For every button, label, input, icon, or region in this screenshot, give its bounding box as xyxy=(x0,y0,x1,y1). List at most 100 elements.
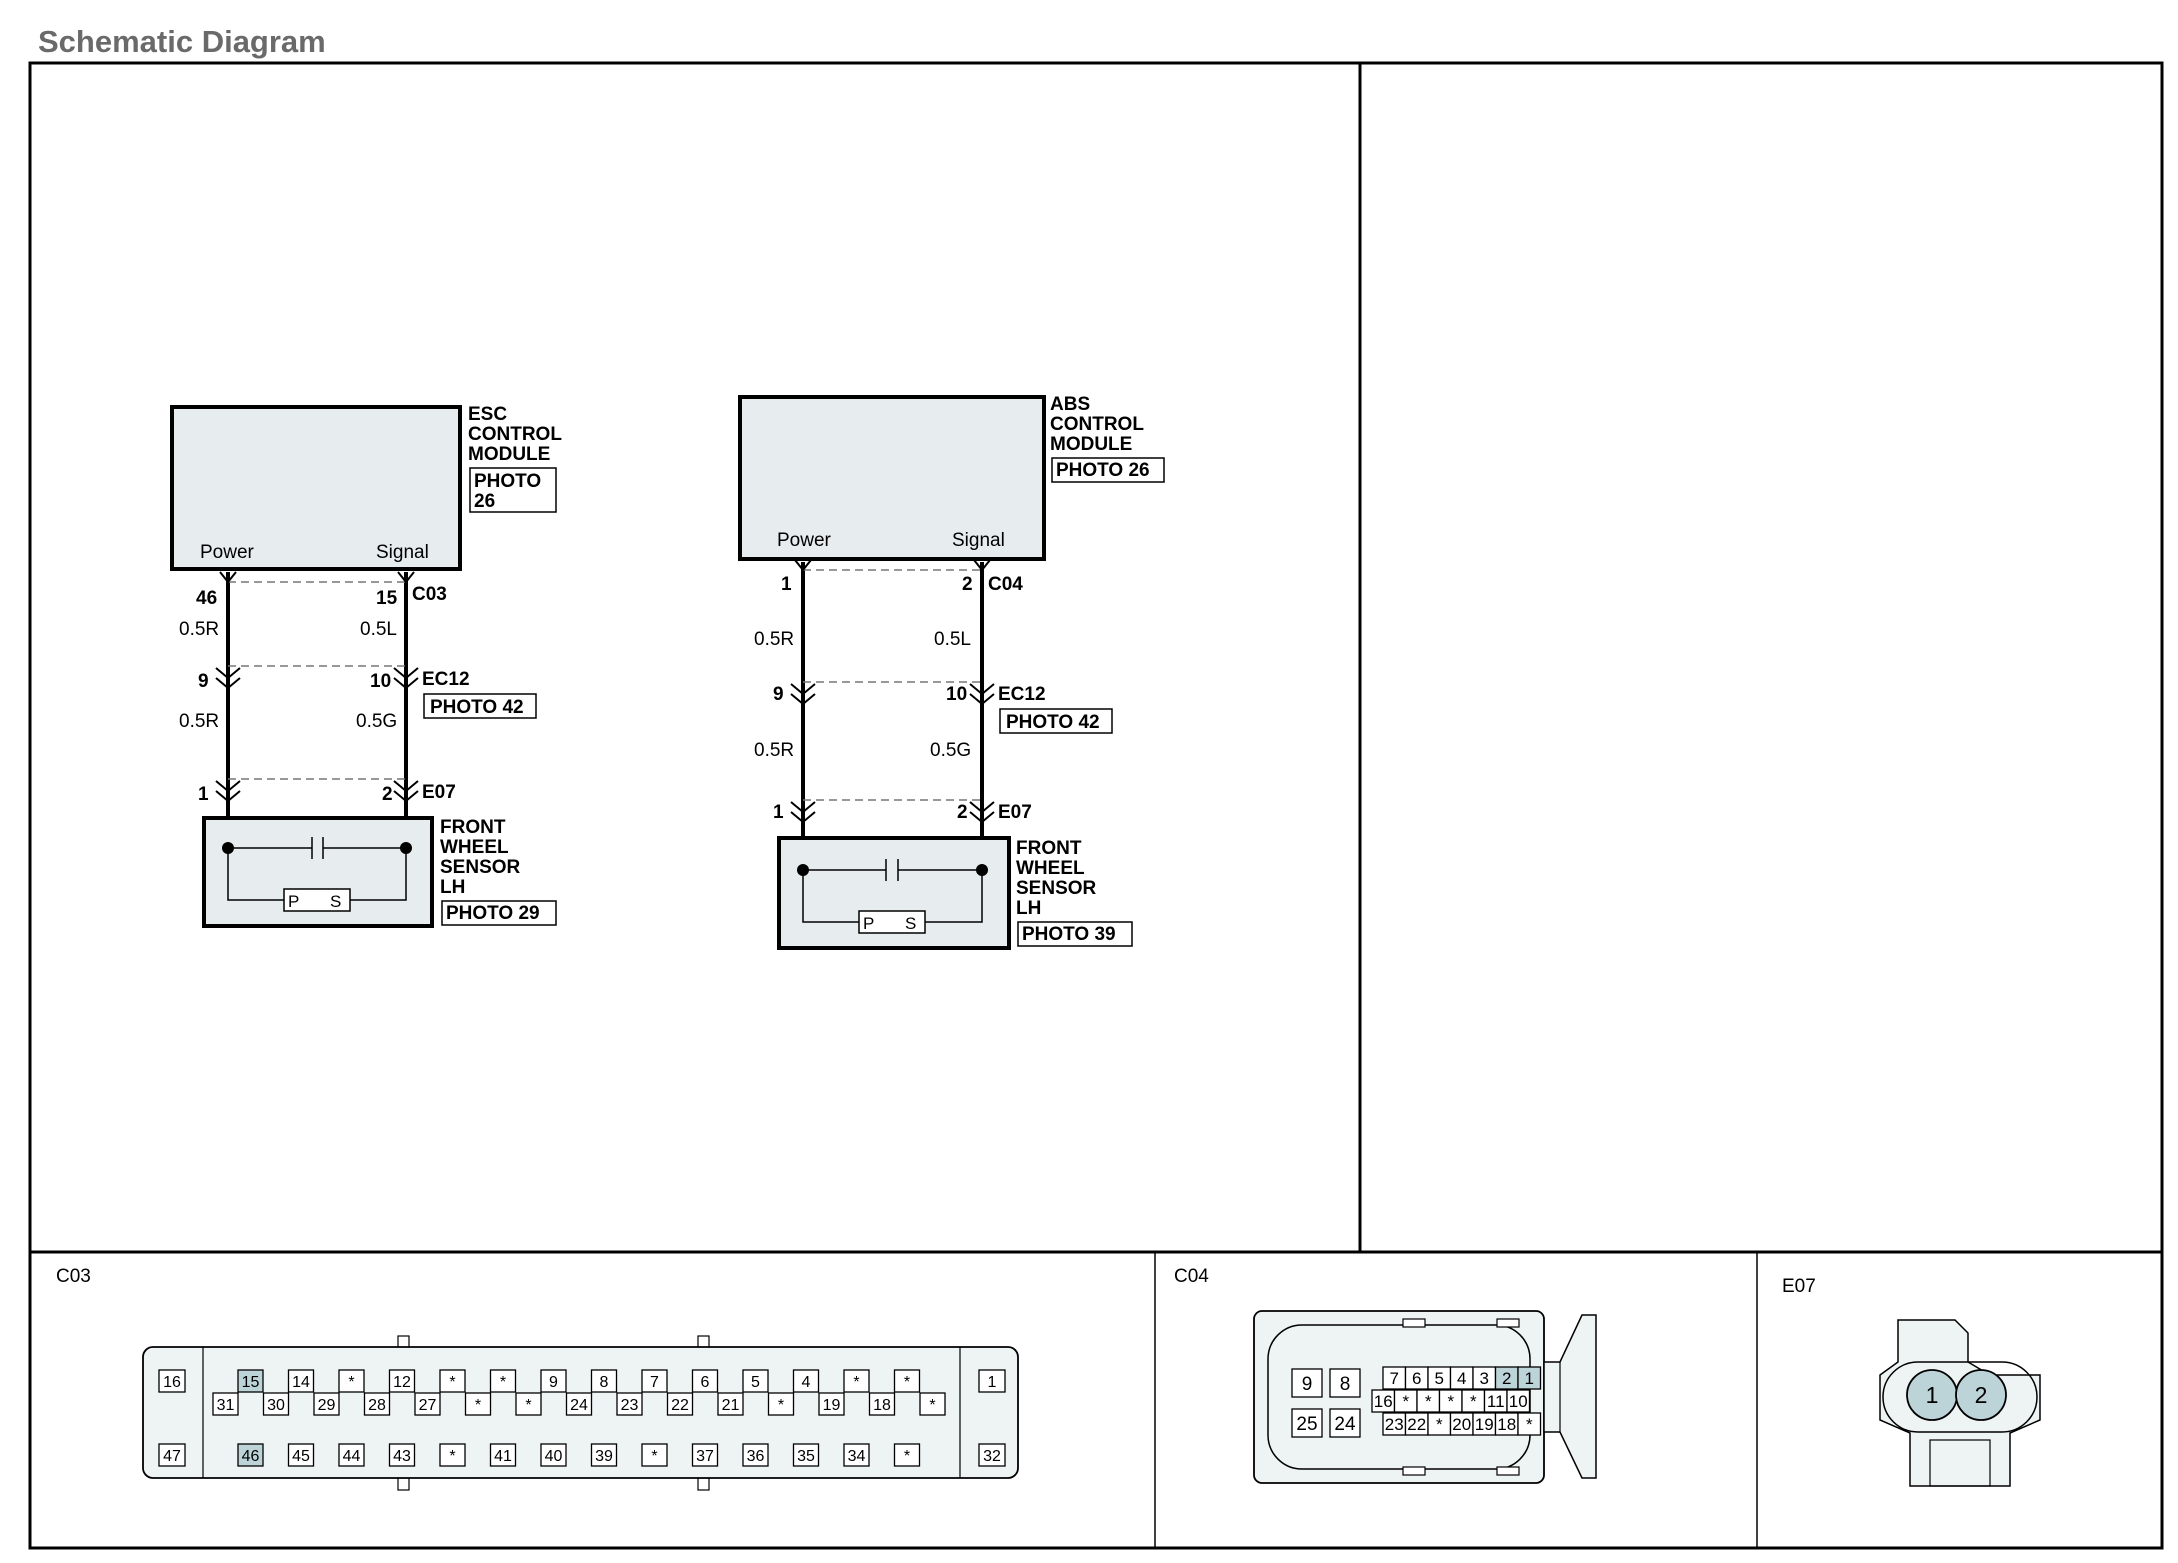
c03-pin-43-label: 43 xyxy=(393,1448,411,1465)
c03-pin-24-label: 24 xyxy=(570,1397,588,1414)
c03-pin-45 xyxy=(287,1443,315,1467)
c03-pin-14-label: 14 xyxy=(292,1374,310,1391)
esc-ec12-connector-label: EC12 xyxy=(422,669,470,690)
c03-pin-empty-label: * xyxy=(778,1397,784,1414)
c04-pin-25-label: 25 xyxy=(1296,1414,1317,1435)
e07-view-label: E07 xyxy=(1782,1276,1816,1297)
c04-pin-23-label: 23 xyxy=(1385,1415,1404,1434)
esc-module-photo-box xyxy=(469,467,557,513)
c03-pin-41-label: 41 xyxy=(494,1448,512,1465)
c03-pin-21 xyxy=(717,1392,744,1416)
c03-pin-34-label: 34 xyxy=(848,1448,866,1465)
c04-pin-18-label: 18 xyxy=(1497,1415,1516,1434)
esc-c03-signal-pin: 15 xyxy=(376,588,398,609)
c04-pin-22-label: 22 xyxy=(1407,1415,1426,1434)
esc-sensor-photo-box xyxy=(441,900,557,926)
c04-pin-2-label: 2 xyxy=(1502,1369,1511,1388)
c04-pin-empty-label: * xyxy=(1470,1392,1477,1411)
c04-pin-empty-label: * xyxy=(1526,1415,1533,1434)
c03-pin-35-label: 35 xyxy=(797,1448,815,1465)
abs-sensor-name-4: LH xyxy=(1016,898,1041,919)
c03-pin-empty xyxy=(767,1392,795,1416)
c04-pin-empty-label: * xyxy=(1425,1392,1432,1411)
c03-pin-8-label: 8 xyxy=(600,1374,609,1391)
c03-pin-empty xyxy=(893,1369,921,1393)
c03-pin-4 xyxy=(792,1369,820,1393)
c03-pin-empty-label: * xyxy=(525,1397,531,1414)
c03-pin-6-label: 6 xyxy=(701,1374,710,1391)
abs-e07-connector-label: E07 xyxy=(998,802,1032,823)
esc-module-photo-2: 26 xyxy=(474,491,495,512)
c03-pin-34 xyxy=(843,1443,870,1467)
esc-ec12-power-pin: 9 xyxy=(198,671,209,692)
c03-pin-45-label: 45 xyxy=(292,1448,310,1465)
c03-pin-47 xyxy=(158,1443,186,1467)
c04-pin-19-label: 19 xyxy=(1475,1415,1494,1434)
c03-pin-30 xyxy=(262,1392,290,1416)
c03-pin-22-label: 22 xyxy=(671,1397,689,1414)
c03-pin-46 xyxy=(237,1443,264,1467)
esc-e07-signal-pin: 2 xyxy=(382,784,393,805)
c03-pin-27-label: 27 xyxy=(419,1397,437,1414)
abs-e07-signal-pin: 2 xyxy=(957,802,968,823)
c04-pin-1-label: 1 xyxy=(1525,1369,1534,1388)
c04-pin-4-label: 4 xyxy=(1457,1369,1466,1388)
c03-pin-31-label: 31 xyxy=(217,1397,235,1414)
c03-pin-16 xyxy=(158,1369,186,1393)
abs-module-photo-box xyxy=(1051,457,1165,483)
c04-pin-10-label: 10 xyxy=(1509,1392,1528,1411)
c03-pin-15-label: 15 xyxy=(242,1374,260,1391)
esc-ec12-signal-pin: 10 xyxy=(370,671,391,692)
c03-pin-28 xyxy=(363,1392,391,1416)
c03-pin-46-label: 46 xyxy=(242,1448,260,1465)
c04-latch xyxy=(1543,1314,1597,1479)
c04-pin-9 xyxy=(1291,1368,1323,1398)
esc-sensor-name-4: LH xyxy=(440,877,465,898)
c03-pin-19-label: 19 xyxy=(823,1397,841,1414)
esc-sensor-p: P xyxy=(288,892,299,911)
c03-pin-empty-label: * xyxy=(348,1374,354,1391)
c03-pin-36 xyxy=(742,1443,769,1467)
c03-pin-32 xyxy=(978,1443,1006,1467)
c04-pin-10 xyxy=(1506,1389,1531,1413)
c04-pin-3-label: 3 xyxy=(1480,1369,1489,1388)
c03-pin-empty-label: * xyxy=(449,1374,455,1391)
abs-sensor-p: P xyxy=(863,914,874,933)
c03-pin-empty-label: * xyxy=(853,1374,859,1391)
esc-control-module xyxy=(170,405,462,571)
c03-pin-empty xyxy=(439,1443,466,1467)
c03-pin-empty xyxy=(919,1392,946,1416)
e07-connector-view: E07 1 2 xyxy=(1782,1276,2041,1487)
abs-module-photo: PHOTO 26 xyxy=(1056,460,1150,481)
esc-module-name-1: ESC xyxy=(468,404,507,425)
c03-pin-27 xyxy=(414,1392,441,1416)
abs-power-label: Power xyxy=(777,530,832,551)
abs-ec12-connector-label: EC12 xyxy=(998,684,1046,705)
abs-sensor-name-2: WHEEL xyxy=(1016,858,1085,879)
abs-c04-connector-label: C04 xyxy=(988,574,1023,595)
abs-control-module xyxy=(738,395,1046,561)
c03-pin-empty-label: * xyxy=(449,1448,455,1465)
c03-pin-15 xyxy=(237,1369,264,1393)
abs-signal-label: Signal xyxy=(952,530,1005,551)
c03-pin-6 xyxy=(691,1369,719,1393)
c03-pin-39-label: 39 xyxy=(595,1448,613,1465)
abs-ec12-signal-pin: 10 xyxy=(946,684,967,705)
esc-sensor-name-3: SENSOR xyxy=(440,857,521,878)
esc-module-photo-1: PHOTO xyxy=(474,471,541,492)
c04-pin-11-label: 11 xyxy=(1487,1392,1505,1411)
c04-pin-7-label: 7 xyxy=(1390,1369,1399,1388)
c04-pin-16-label: 16 xyxy=(1374,1392,1393,1411)
esc-ec12-photo-box xyxy=(423,693,537,719)
abs-wire2-signal-color: 0.5G xyxy=(930,740,971,761)
abs-module-name-2: CONTROL xyxy=(1050,414,1144,435)
c03-pin-19 xyxy=(818,1392,845,1416)
abs-module-name-3: MODULE xyxy=(1050,434,1132,455)
c04-pin-1 xyxy=(1517,1366,1542,1390)
c03-pin-47-label: 47 xyxy=(163,1448,181,1465)
esc-wire1-signal-color: 0.5L xyxy=(360,619,397,640)
c03-pin-16-label: 16 xyxy=(163,1374,181,1391)
e07-pin-2-label: 2 xyxy=(1975,1382,1988,1408)
